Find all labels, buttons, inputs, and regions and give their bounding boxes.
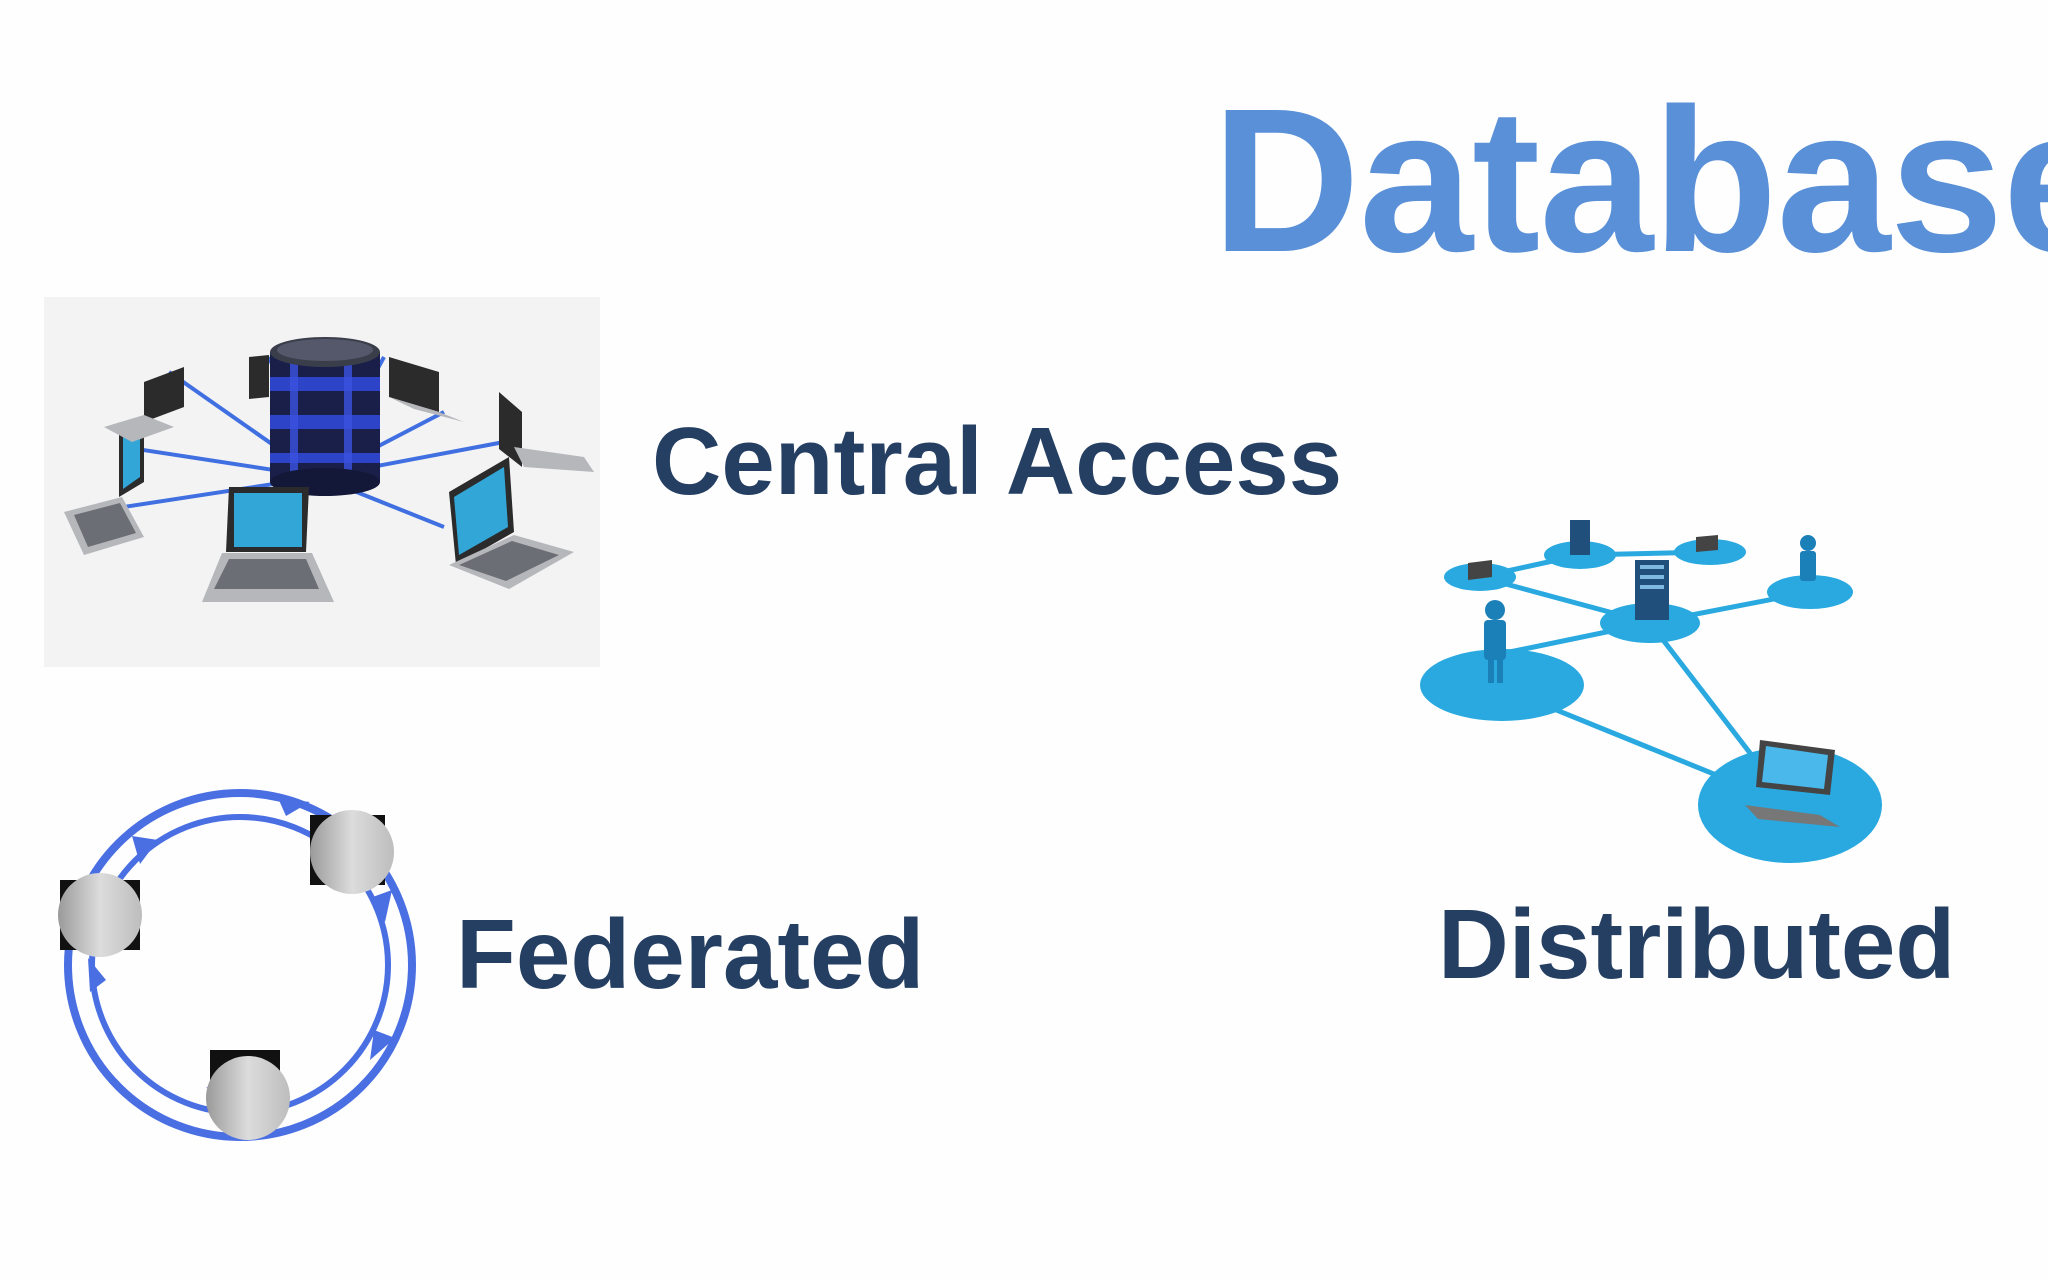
central-database-network-icon <box>44 297 600 667</box>
federated-label: Federated <box>456 899 925 1009</box>
slide-title: Database <box>1212 66 2048 295</box>
distributed-network-icon <box>1420 505 1890 875</box>
central-access-label: Central Access <box>652 408 1343 515</box>
federated-databases-cycle-icon <box>40 770 440 1160</box>
distributed-label: Distributed <box>1438 889 1956 999</box>
